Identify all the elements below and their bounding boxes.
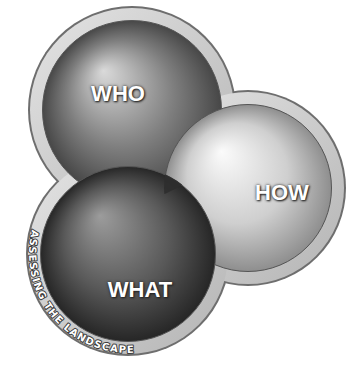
sphere-shape (40, 166, 216, 342)
ring-label: ASSESSING THE LANDSCAPE (27, 229, 135, 355)
shared-clip (40, 166, 216, 342)
shared-region (40, 166, 216, 342)
rim-edge (26, 6, 346, 356)
sphere-node: WHAT (40, 166, 216, 342)
sphere-body (41, 167, 216, 342)
sphere-label: HOW (255, 180, 309, 206)
sphere-label: WHO (91, 81, 145, 107)
sphere-label: WHAT (108, 277, 172, 303)
shared-clip (40, 166, 216, 342)
rim-band (28, 8, 344, 354)
ring-text: ASSESSING THE LANDSCAPE (27, 229, 135, 355)
